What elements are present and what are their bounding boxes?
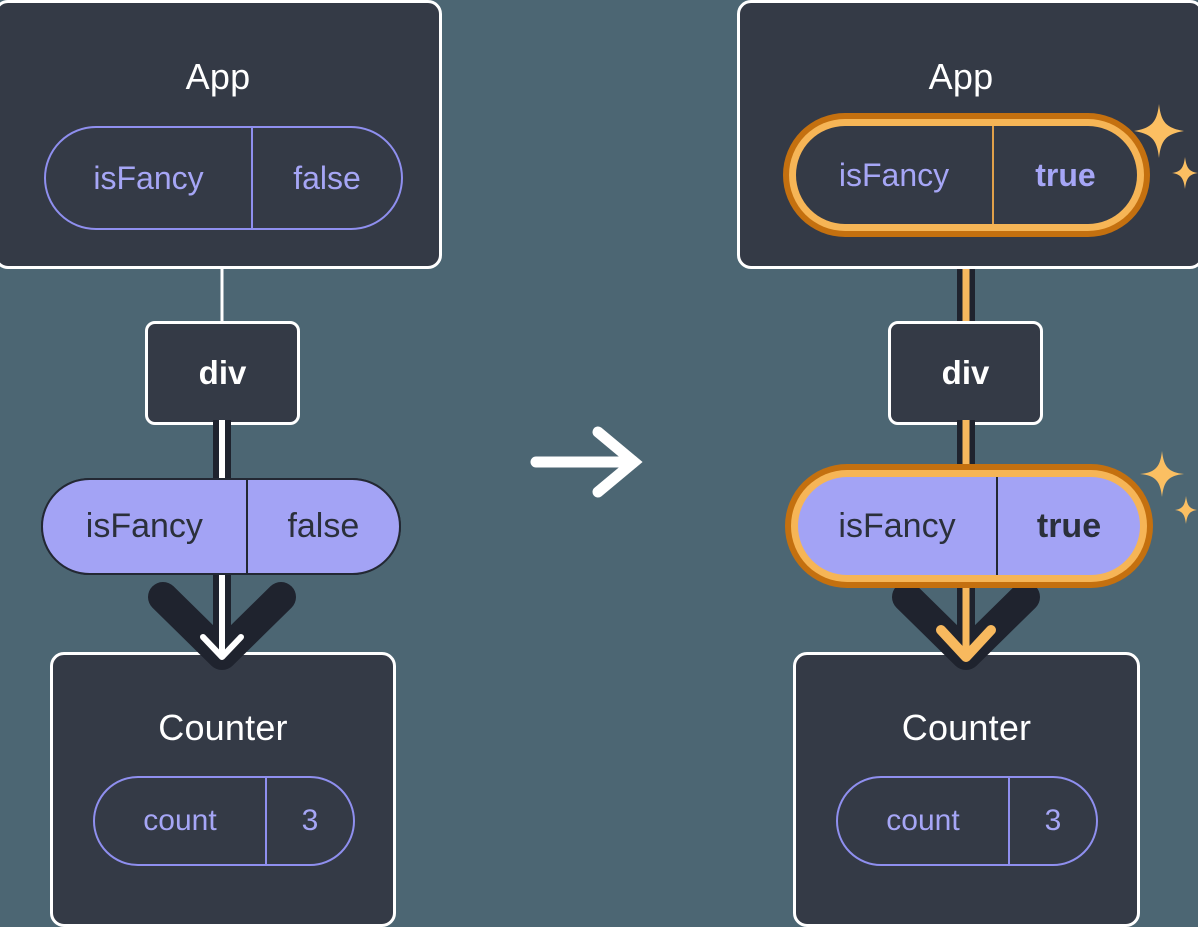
prop-pill-key-after: isFancy <box>838 506 956 545</box>
arrow-right-icon <box>530 426 643 498</box>
prop-pill-key-before-overlay: isFancy <box>85 507 203 545</box>
app-state-pill-value-before: false <box>251 128 401 228</box>
app-state-pill-after-core <box>796 126 1137 224</box>
div-box-label-before: div <box>198 354 247 391</box>
prop-pill-after-core <box>798 477 1140 575</box>
prop-pill-before-overlay: isFancy false <box>41 478 401 575</box>
app-state-pill-after: isFancy true <box>783 113 1150 237</box>
prop-pill-after: isFancy true <box>785 464 1153 588</box>
counter-state-pill-before: count 3 <box>93 776 355 866</box>
prop-pill-after-content: isFancy true <box>798 477 1140 575</box>
app-state-pill-after-content: isFancy true <box>796 126 1137 224</box>
counter-title-before: Counter <box>158 707 288 748</box>
app-title-before: App <box>185 56 251 97</box>
app-state-pill-value-after: true <box>992 126 1137 224</box>
counter-box-after: Counter count 3 <box>793 652 1140 927</box>
counter-state-pill-value-before: 3 <box>265 778 353 864</box>
app-state-pill-before: isFancy false <box>44 126 403 230</box>
arrowhead-left-core <box>200 634 244 660</box>
app-title-after: App <box>928 56 994 97</box>
app-state-pill-key-before: isFancy <box>93 159 204 196</box>
arrowhead-right-core <box>936 625 996 662</box>
counter-state-pill-key-before: count <box>143 804 217 837</box>
div-box-label-after: div <box>941 354 990 391</box>
app-state-pill-key-after: isFancy <box>838 156 950 193</box>
prop-pill-value-before-overlay: false <box>245 480 399 573</box>
app-box-before: App isFancy false <box>0 0 442 269</box>
prop-pill-value-after: true <box>996 477 1140 575</box>
counter-state-pill-key-after: count <box>886 804 960 837</box>
counter-state-pill-value-after: 3 <box>1008 778 1096 864</box>
counter-title-after: Counter <box>901 707 1032 748</box>
counter-state-pill-after: count 3 <box>836 776 1098 866</box>
